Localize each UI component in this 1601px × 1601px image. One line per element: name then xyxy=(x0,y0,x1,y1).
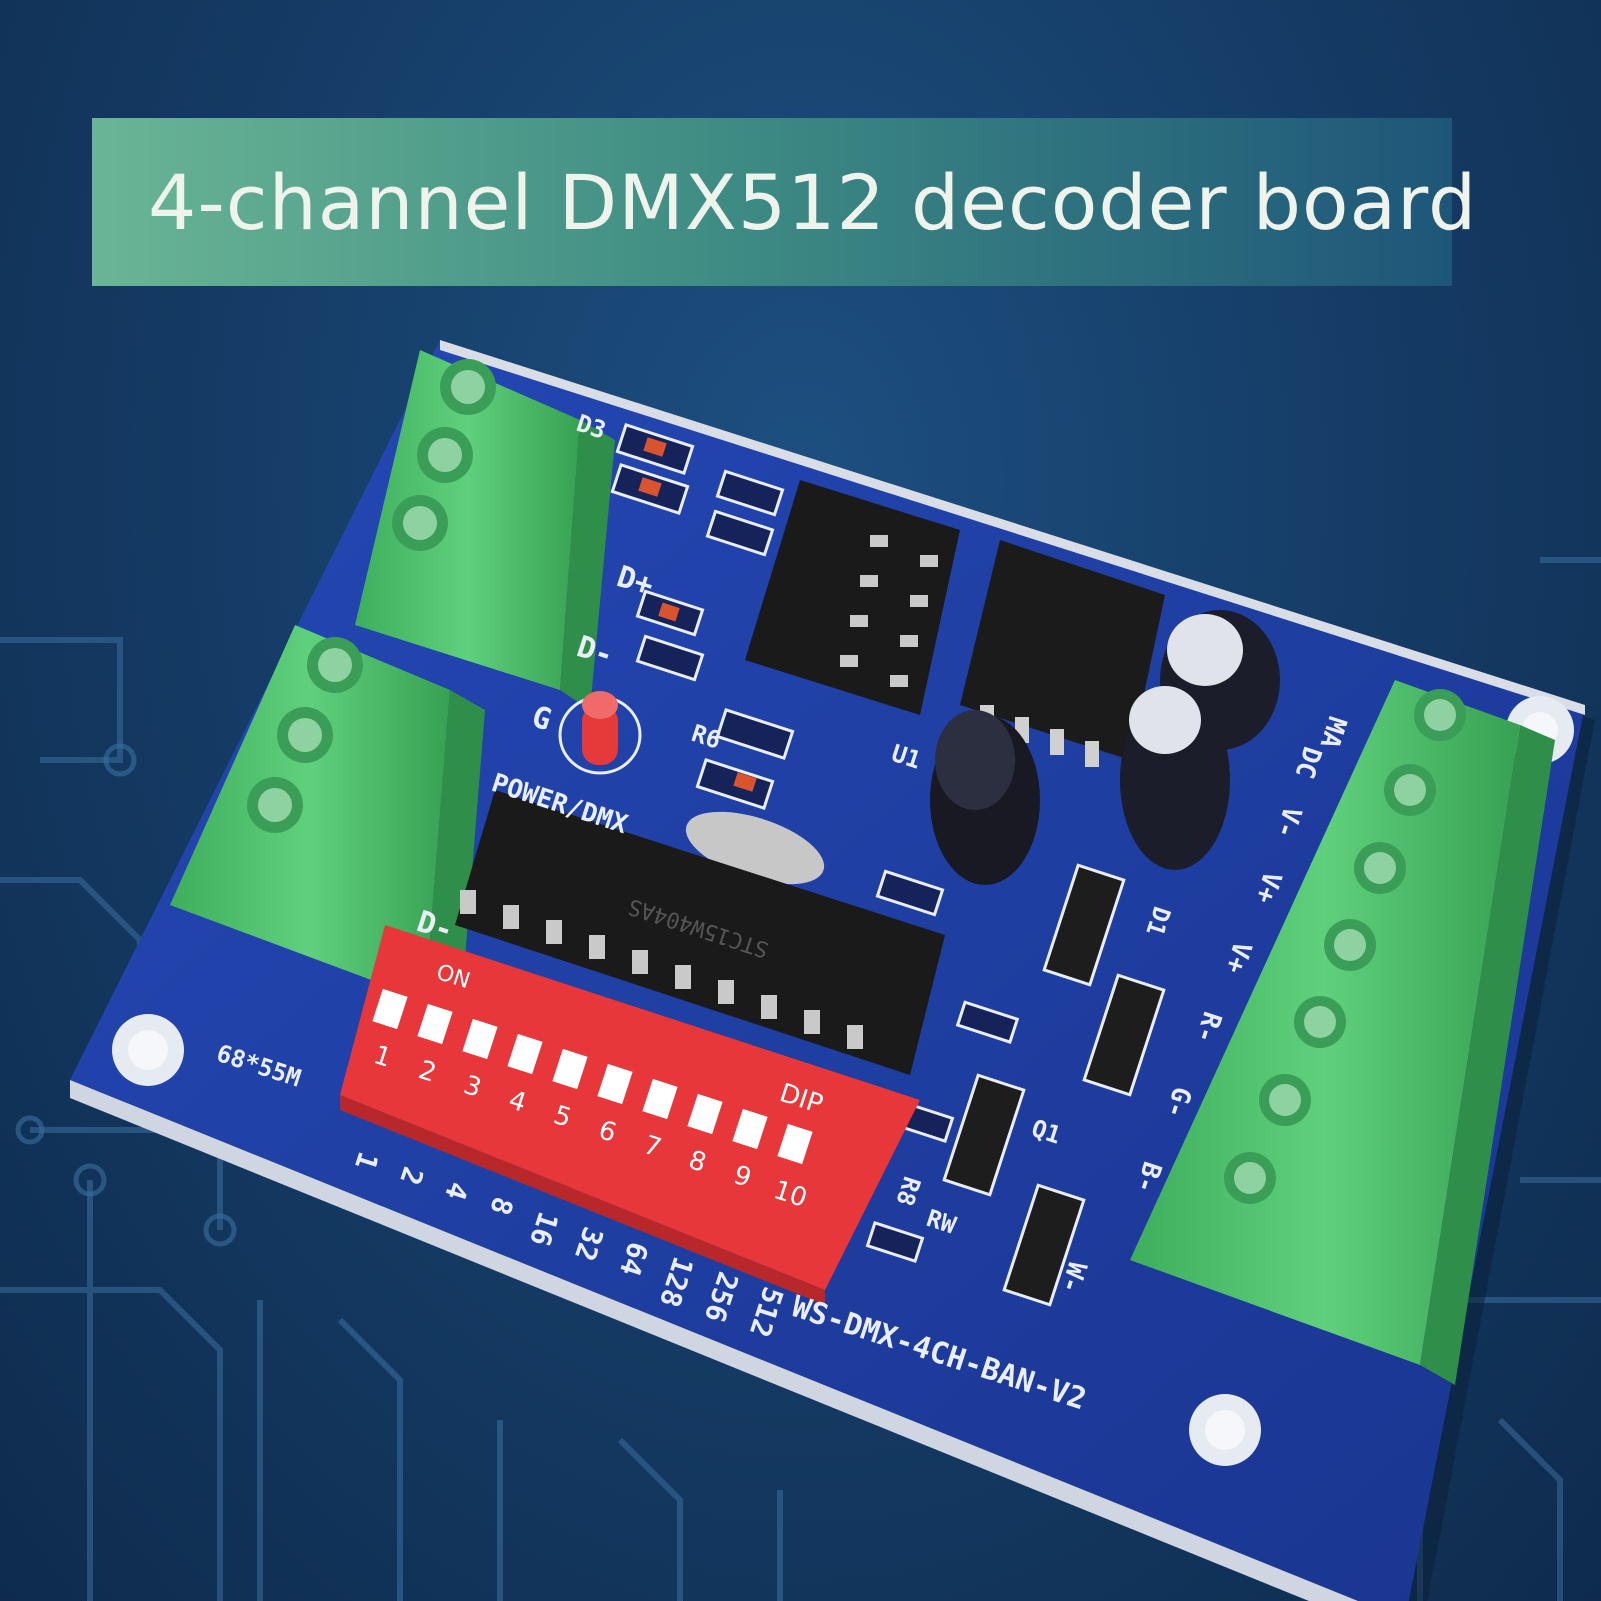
left-terminal-block-top xyxy=(355,350,615,710)
title-banner: 4-channel DMX512 decoder board xyxy=(92,118,1476,286)
dip-switch: ON DIP 1 2 3 4 5 6 7 8 9 10 xyxy=(340,925,920,1305)
microcontroller-chip: STC15W404AS xyxy=(455,790,945,1075)
page-title: 4-channel DMX512 decoder board xyxy=(148,157,1478,247)
power-led-icon xyxy=(558,691,642,775)
transceiver-chip xyxy=(960,540,1165,767)
left-terminal-block-bottom xyxy=(170,625,485,1020)
electrolytic-capacitor-icon xyxy=(930,610,1280,885)
right-terminal-block xyxy=(1130,680,1555,1385)
crystal-oscillator xyxy=(685,811,825,885)
optocoupler-chip xyxy=(745,480,960,715)
